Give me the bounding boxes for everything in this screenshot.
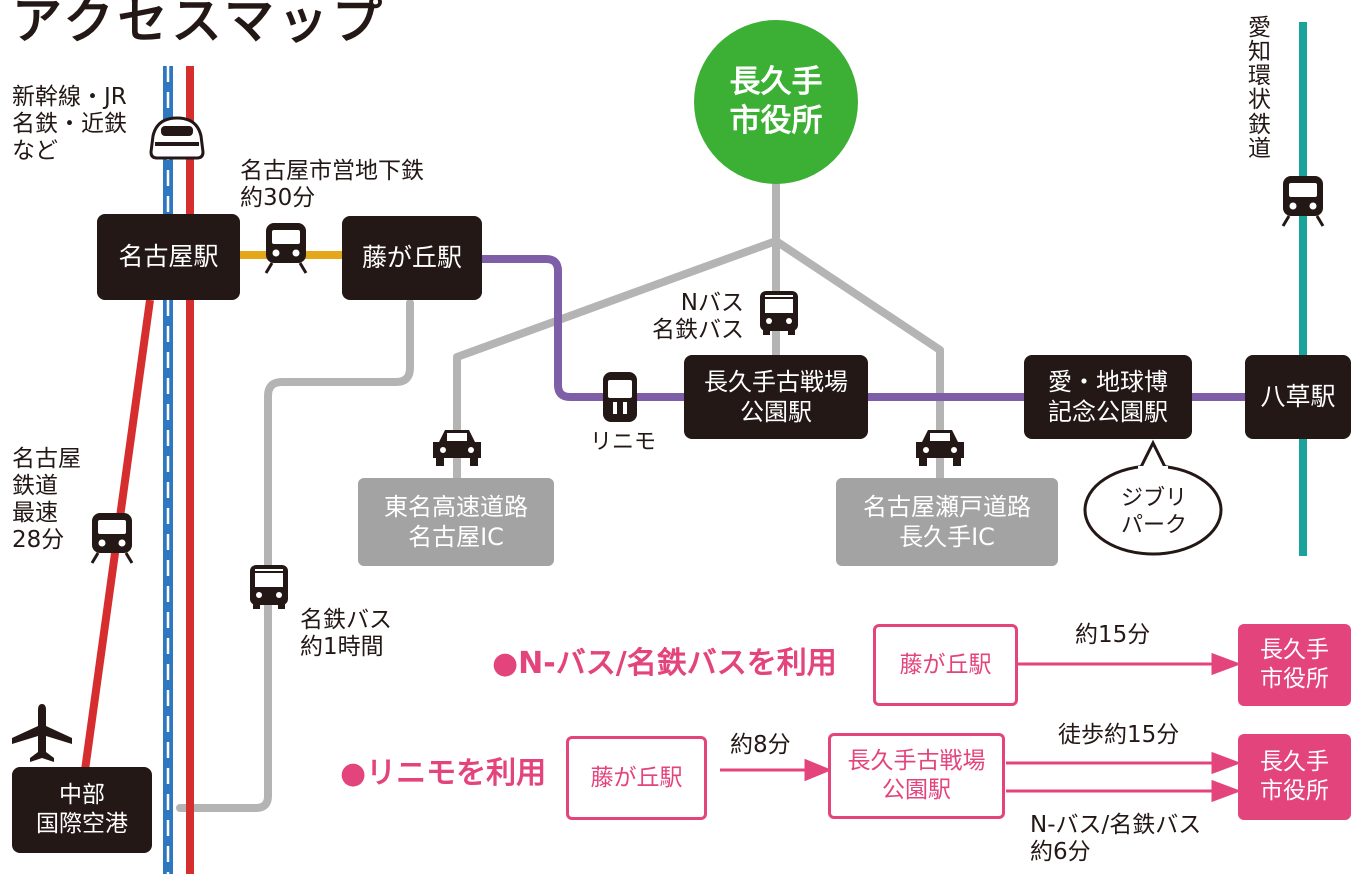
bus-route-from: 藤が丘駅 [873,624,1018,706]
train-icon [1281,176,1325,227]
linimo-icon [603,372,637,422]
city-hall-circle: 長久手 市役所 [694,20,858,184]
linimo-route-via: 長久手古戦場 公園駅 [828,733,1005,819]
city-hall-line2: 市役所 [729,103,823,139]
linimo-route-from: 藤が丘駅 [566,736,707,820]
bus-icon [760,291,798,335]
yakusa-station: 八草駅 [1245,355,1351,439]
fujigaoka-station: 藤が丘駅 [342,216,482,300]
linimo-bus-time: N-バス/名鉄バス 約6分 [1030,812,1202,866]
bus-route-destination: 長久手 市役所 [1238,624,1351,706]
linimo-route-time: 約8分 [730,732,791,758]
shinkansen-label: 新幹線・JR 名鉄・近鉄 など [12,84,127,165]
airplane-icon [12,704,72,762]
railway-lines [81,22,1307,874]
bus-route-heading: ●N-バス/名鉄バスを利用 [492,646,837,681]
linimo-route-destination: 長久手 市役所 [1238,734,1351,820]
bus-route-time: 約15分 [1075,622,1151,648]
kosenjo-station: 長久手古戦場 公園駅 [684,355,868,439]
tomei-ic-box: 東名高速道路 名古屋IC [358,478,554,566]
city-hall-line1: 長久手 [729,64,823,101]
train-icon [264,223,308,274]
nagoya-station: 名古屋駅 [97,214,240,300]
n-bus-label: Nバス 名鉄バス [652,290,744,344]
walk-time: 徒歩約15分 [1058,722,1180,748]
car-icon [433,430,481,466]
shinkansen-icon [149,116,205,160]
subway-label: 名古屋市営地下鉄 約30分 [240,158,424,212]
meitetsu-label: 名古屋 鉄道 最速 28分 [12,446,81,554]
ghibli-speech-bubble [1083,439,1223,556]
bus-icon [250,565,288,609]
linimo-route-heading: ●リニモを利用 [340,756,547,791]
route-arrows [720,652,1242,803]
expo-station: 愛・地球博 記念公園駅 [1024,355,1192,439]
seto-ic-box: 名古屋瀬戸道路 長久手IC [836,478,1058,566]
page-title: アクセスマップ [12,0,386,50]
meitetsu-bus-label: 名鉄バス 約1時間 [300,607,392,661]
train-icon [90,513,134,564]
linimo-label: リニモ [590,430,657,455]
chubu-airport: 中部 国際空港 [12,767,152,853]
car-icon [916,430,964,466]
aichi-loop-label: 愛知環状鉄道 [1248,15,1271,162]
ghibli-label: ジブリ パーク [1120,485,1187,539]
